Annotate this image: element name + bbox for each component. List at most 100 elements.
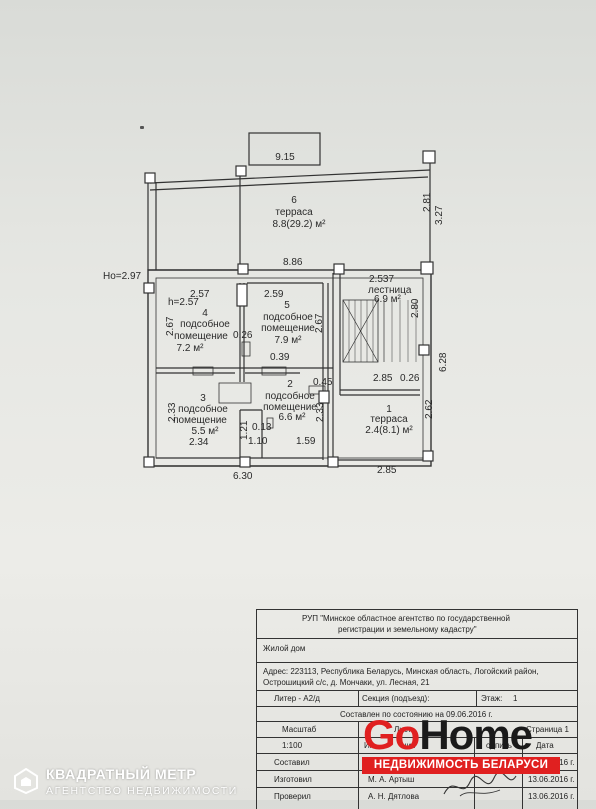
checked-name: А. Н. Дятлова [368,792,420,801]
agency-logo-subtitle: АГЕНТСТВО НЕДВИЖИМОСТИ [46,785,238,797]
ho-label: Ho=2.97 [103,271,142,282]
divider [256,638,578,639]
room-2-area: 6.6 м² [279,412,307,423]
divider [358,721,359,809]
gohome-logo-go: Go [363,711,420,758]
section-label: Секция (подъезд): [362,694,430,703]
terrace-1-name: терраса [370,414,408,425]
dim-2-62: 2.62 [424,399,435,419]
room-4-name-1: подсобное [180,318,230,330]
overall-width-dim: 9.15 [275,152,295,163]
divider [358,690,359,706]
dim-0-26-left: 0.26 [233,330,253,341]
dim-6-28: 6.28 [438,352,449,372]
scan-speck [140,126,144,129]
checked-date: 13.06.2016 г. [528,792,575,801]
title-block: РУП "Минское областное агентство по госу… [256,609,578,809]
room-3-name-2: помещение [173,415,227,426]
divider [256,706,578,707]
room-2-name-1: подсобное [265,390,315,402]
divider [476,690,477,706]
dim-0-26-right: 0.26 [400,373,420,384]
state-date: Составлен по состоянию на 09.06.2016 г. [340,710,493,719]
handwritten-signature [443,771,517,797]
made-date: 13.06.2016 г. [528,775,575,784]
dim-3-27: 3.27 [434,205,445,225]
terrace-1-area: 2.4(8.1) м² [365,425,413,436]
room-2-name-2: помещение [263,402,317,413]
floor-value: 1 [513,694,518,703]
dim-2-67-left: 2.67 [165,316,176,336]
divider [256,721,578,722]
room-5-area: 7.9 м² [275,335,303,346]
room-5-number: 5 [284,300,290,311]
room-5-name-2: помещение [261,323,315,334]
divider [256,753,578,754]
title-block-top-border [256,609,578,610]
dim-0-13: 0.13 [252,422,272,433]
agency-logo-mark-icon [14,768,38,794]
dim-0-39: 0.39 [270,352,290,363]
liter: Литер - А2/д [274,694,320,703]
dim-2-33-right: 2.33 [315,402,326,422]
divider [256,662,578,663]
object-name: Жилой дом [263,644,306,653]
dim-2-33-left: 2.33 [167,402,178,422]
checked-label: Проверил [274,792,311,801]
address-line-1: Адрес: 223113, Республика Беларусь, Минс… [263,667,539,676]
made-label: Изготовил [274,775,312,784]
title-block-right-border [577,609,578,809]
dim-2-537: 2.537 [369,274,394,285]
address-line-2: Острошицкий с/с, д. Мончаки, ул. Лесная,… [263,678,430,687]
room-3-area: 5.5 м² [192,426,220,437]
room-4-area: 7.2 м² [177,343,205,354]
sheet-label: Лист [394,725,412,734]
stair-name: лестница [368,285,412,296]
gohome-band: НЕДВИЖИМОСТЬ БЕЛАРУСИ [362,757,560,774]
divider [256,737,578,738]
dim-2-59: 2.59 [264,289,284,300]
ini-fragment: Ин [364,741,375,750]
dim-0-45: 0.45 [313,377,333,388]
dim-2-80: 2.80 [410,298,421,318]
agency-logo: КВАДРАТНЫЙ МЕТР АГЕНТСТВО НЕДВИЖИМОСТИ [8,766,248,800]
dim-6-30: 6.30 [233,471,253,482]
dim-1-21: 1.21 [239,420,250,440]
dim-8-86: 8.86 [283,257,303,268]
scale-value: 1:100 [282,741,303,750]
dim-2-85-bottom: 2.85 [377,465,397,476]
gohome-logo-home: Home [419,711,533,758]
terrace-1-number: 1 [386,404,392,415]
room-5-name-1: подсобное [263,311,313,323]
stair-area: 6.9 м² [374,294,402,305]
dim-2-34: 2.34 [189,437,209,448]
room-4-number: 4 [202,308,208,319]
signature-header: одпись [486,741,512,750]
compiled-label: Составил [274,758,310,767]
terrace-6-name: терраса [275,207,313,218]
page-label: Страница 1 [526,725,569,734]
dim-2-67-right: 2.67 [314,313,325,333]
floor-label: Этаж: [481,694,503,703]
terrace-6-number: 6 [291,195,297,206]
dim-2-85-top: 2.85 [373,373,393,384]
room-3-number: 3 [200,393,206,404]
terrace-6-area: 8.8(29.2) м² [272,219,326,230]
agency-logo-title: КВАДРАТНЫЙ МЕТР [46,766,197,782]
dim-2-81: 2.81 [422,192,433,212]
scale-label: Масштаб [282,725,317,734]
room-2-number: 2 [287,379,293,390]
dim-2-57: 2.57 [190,289,210,300]
title-block-left-border [256,609,257,809]
date-header: Дата [536,741,554,750]
room-4-name-2: помещение [174,331,228,342]
height-label: h=2.57 [168,297,199,308]
dim-1-59: 1.59 [296,436,316,447]
org-line-2: регистрации и земельному кадастру" [338,625,477,634]
room-3-name-1: подсобное [178,403,228,415]
gohome-logo: GoHome [363,711,533,758]
cia-fragment: ция [402,741,416,750]
dim-1-10: 1.10 [248,436,268,447]
